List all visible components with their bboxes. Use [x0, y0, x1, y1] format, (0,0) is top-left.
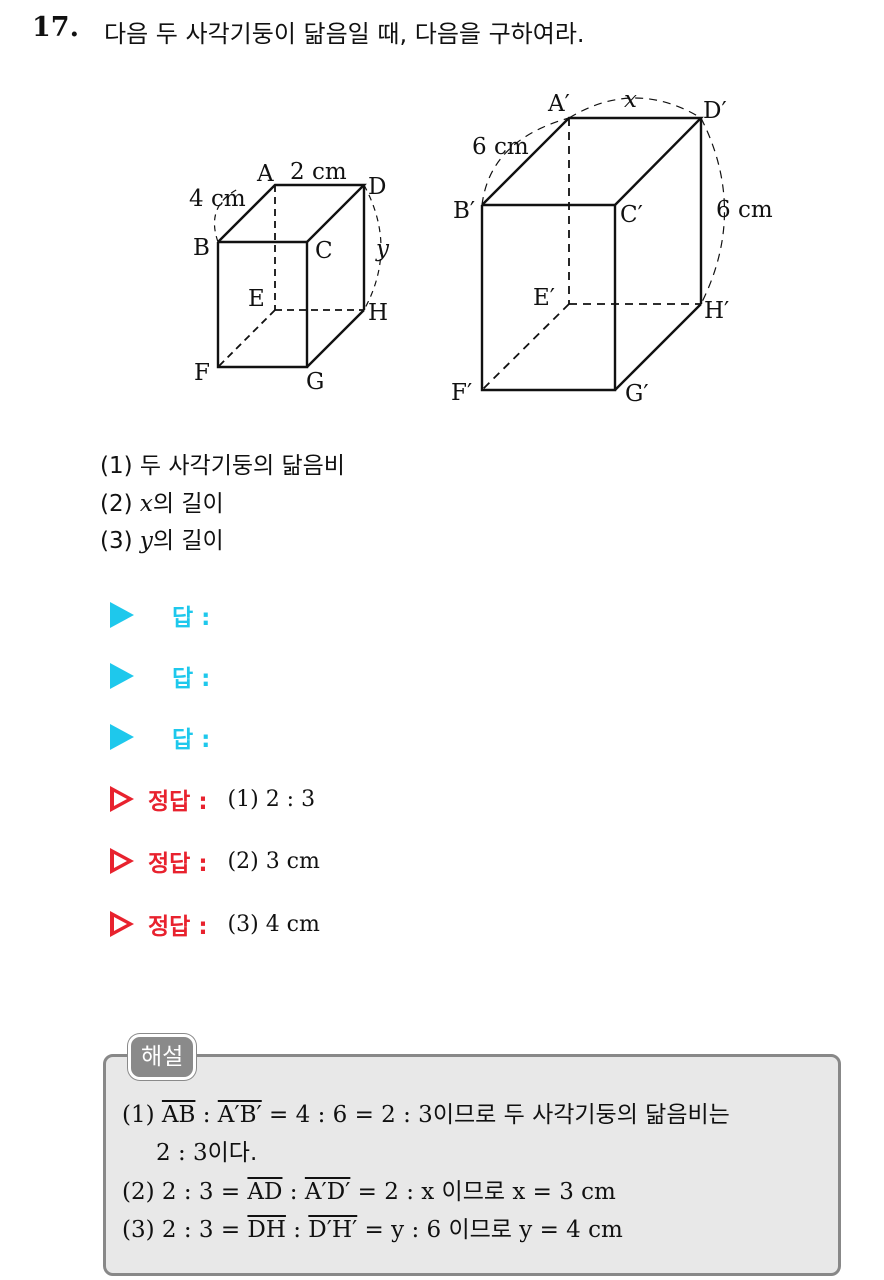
label-c: C: [315, 238, 333, 264]
subquestion-3: (3) y의 길이: [100, 528, 224, 554]
label-g: G: [306, 369, 324, 395]
label-g-prime: G′: [625, 381, 649, 407]
label-e: E: [248, 286, 265, 312]
label-f: F: [194, 360, 210, 386]
label-f-prime: F′: [451, 380, 472, 406]
answer-key-value: (3) 4 cm: [227, 911, 320, 937]
question-text: 다음 두 사각기둥이 닮음일 때, 다음을 구하여라.: [104, 20, 585, 48]
explanation-box: [103, 1054, 841, 1276]
label-dh-y: y: [375, 236, 390, 262]
label-ab-length-large: 6 cm: [472, 134, 529, 160]
label-a-prime: A′: [547, 91, 570, 117]
label-h-prime: H′: [704, 298, 729, 324]
answer-key-label: 정답 :: [148, 851, 208, 877]
subquestion-1: (1) 두 사각기둥의 닮음비: [100, 453, 345, 479]
answer-key-label: 정답 :: [148, 789, 208, 815]
label-ad-length: 2 cm: [290, 159, 347, 185]
label-h: H: [368, 300, 388, 326]
answer-label: 답 :: [172, 605, 211, 631]
explanation-line-4: (3) 2 : 3 = DH : D′H′ = y : 6 이므로 y = 4 …: [122, 1217, 623, 1243]
answer-key-row-3: 정답 : (3) 4 cm: [110, 908, 320, 940]
answer-key-row-1: 정답 : (1) 2 : 3: [110, 783, 315, 815]
label-a: A: [256, 161, 274, 187]
explanation-line-2: 2 : 3이다.: [156, 1140, 258, 1166]
answer-label: 답 :: [172, 727, 211, 753]
label-d: D: [368, 174, 386, 200]
explanation-tab: 해설: [128, 1034, 197, 1080]
explanation-line-1: (1) AB : A′B′ = 4 : 6 = 2 : 3이므로 두 사각기둥의…: [122, 1102, 730, 1128]
label-b-prime: B′: [453, 198, 475, 224]
play-triangle-icon: [110, 602, 134, 628]
answer-label: 답 :: [172, 666, 211, 692]
answer-key-label: 정답 :: [148, 914, 208, 940]
label-e-prime: E′: [533, 285, 555, 311]
question-number: 17.: [32, 12, 79, 43]
label-d-prime: D′: [703, 98, 727, 124]
outline-triangle-icon: [110, 848, 134, 874]
outline-triangle-icon: [110, 786, 134, 812]
label-b: B: [193, 235, 210, 261]
label-ad-x: x: [624, 87, 637, 113]
label-c-prime: C′: [620, 202, 643, 228]
subquestion-2: (2) x의 길이: [100, 491, 224, 517]
answer-key-row-2: 정답 : (2) 3 cm: [110, 845, 320, 877]
play-triangle-icon: [110, 663, 134, 689]
play-triangle-icon: [110, 724, 134, 750]
prism-figure: A B C D E F G H 2 cm 4 cm y A′ B′ C′ D′ …: [189, 87, 773, 407]
answer-row-1[interactable]: 답 :: [110, 599, 210, 631]
answer-key-value: (1) 2 : 3: [227, 786, 316, 812]
outline-triangle-icon: [110, 911, 134, 937]
answer-row-2[interactable]: 답 :: [110, 660, 210, 692]
answer-row-3[interactable]: 답 :: [110, 721, 210, 753]
label-ab-length: 4 cm: [189, 186, 246, 212]
explanation-line-3: (2) 2 : 3 = AD : A′D′ = 2 : x 이므로 x = 3 …: [122, 1179, 616, 1205]
answer-key-value: (2) 3 cm: [227, 848, 320, 874]
label-dh-length-large: 6 cm: [716, 197, 773, 223]
